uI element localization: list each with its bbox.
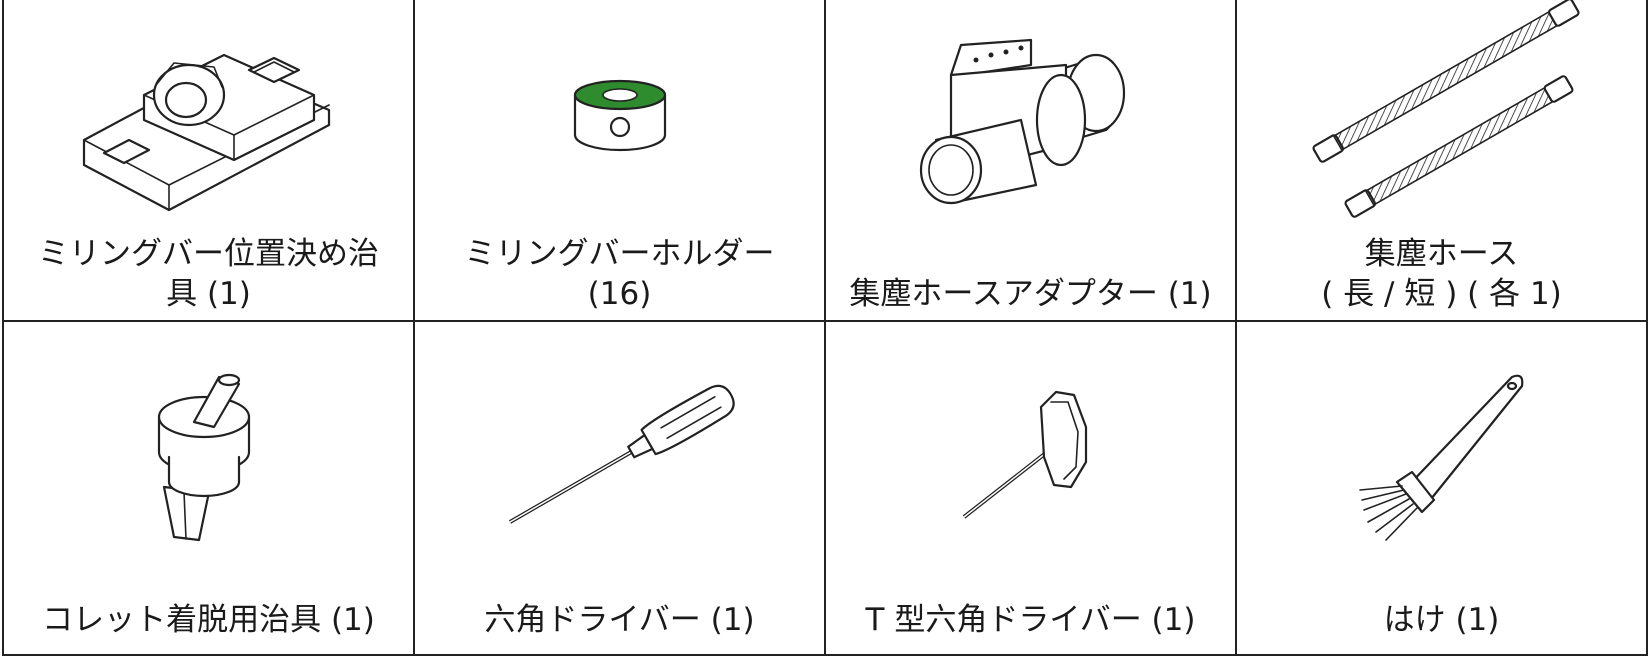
milling-bar-holder-icon (415, 10, 824, 230)
accessory-cell-positioning-jig: ミリングバー位置決め治 具 (1) (4, 0, 415, 320)
t-hex-driver-icon (826, 342, 1235, 572)
accessory-cell-collet-tool: コレット着脱用治具 (1) (4, 322, 415, 654)
accessory-row-2: コレット着脱用治具 (1) 六角ドライバー (1) (4, 322, 1646, 656)
accessory-cell-t-hex-driver: T 型六角ドライバー (1) (826, 322, 1237, 654)
accessory-cell-brush: はけ (1) (1237, 322, 1646, 654)
accessory-label: 集塵ホースアダプター (1) (849, 276, 1212, 312)
collet-tool-icon (4, 342, 413, 572)
accessory-cell-bar-holder: ミリングバーホルダー (16) (415, 0, 826, 320)
accessory-label: ミリングバー位置決め治 具 (1) (38, 236, 379, 312)
accessory-label: コレット着脱用治具 (1) (42, 602, 375, 638)
accessory-label: 六角ドライバー (1) (484, 602, 755, 638)
accessory-label: はけ (1) (1383, 602, 1500, 638)
accessory-label: T 型六角ドライバー (1) (865, 602, 1196, 638)
accessory-cell-dust-hose: 集塵ホース ( 長 / 短 ) ( 各 1) (1237, 0, 1646, 320)
dust-hose-icon (1237, 0, 1646, 230)
brush-icon (1237, 342, 1646, 572)
accessory-row-1: ミリングバー位置決め治 具 (1) ミリングバーホルダー (16) (4, 0, 1646, 322)
dust-hose-adapter-icon (826, 10, 1235, 230)
accessory-label: ミリングバーホルダー (16) (464, 236, 775, 312)
accessory-cell-hose-adapter: 集塵ホースアダプター (1) (826, 0, 1237, 320)
accessory-cell-hex-driver: 六角ドライバー (1) (415, 322, 826, 654)
hex-driver-icon (415, 342, 824, 572)
milling-bar-positioning-jig-icon (4, 10, 413, 230)
accessory-label: 集塵ホース ( 長 / 短 ) ( 各 1) (1321, 236, 1562, 312)
